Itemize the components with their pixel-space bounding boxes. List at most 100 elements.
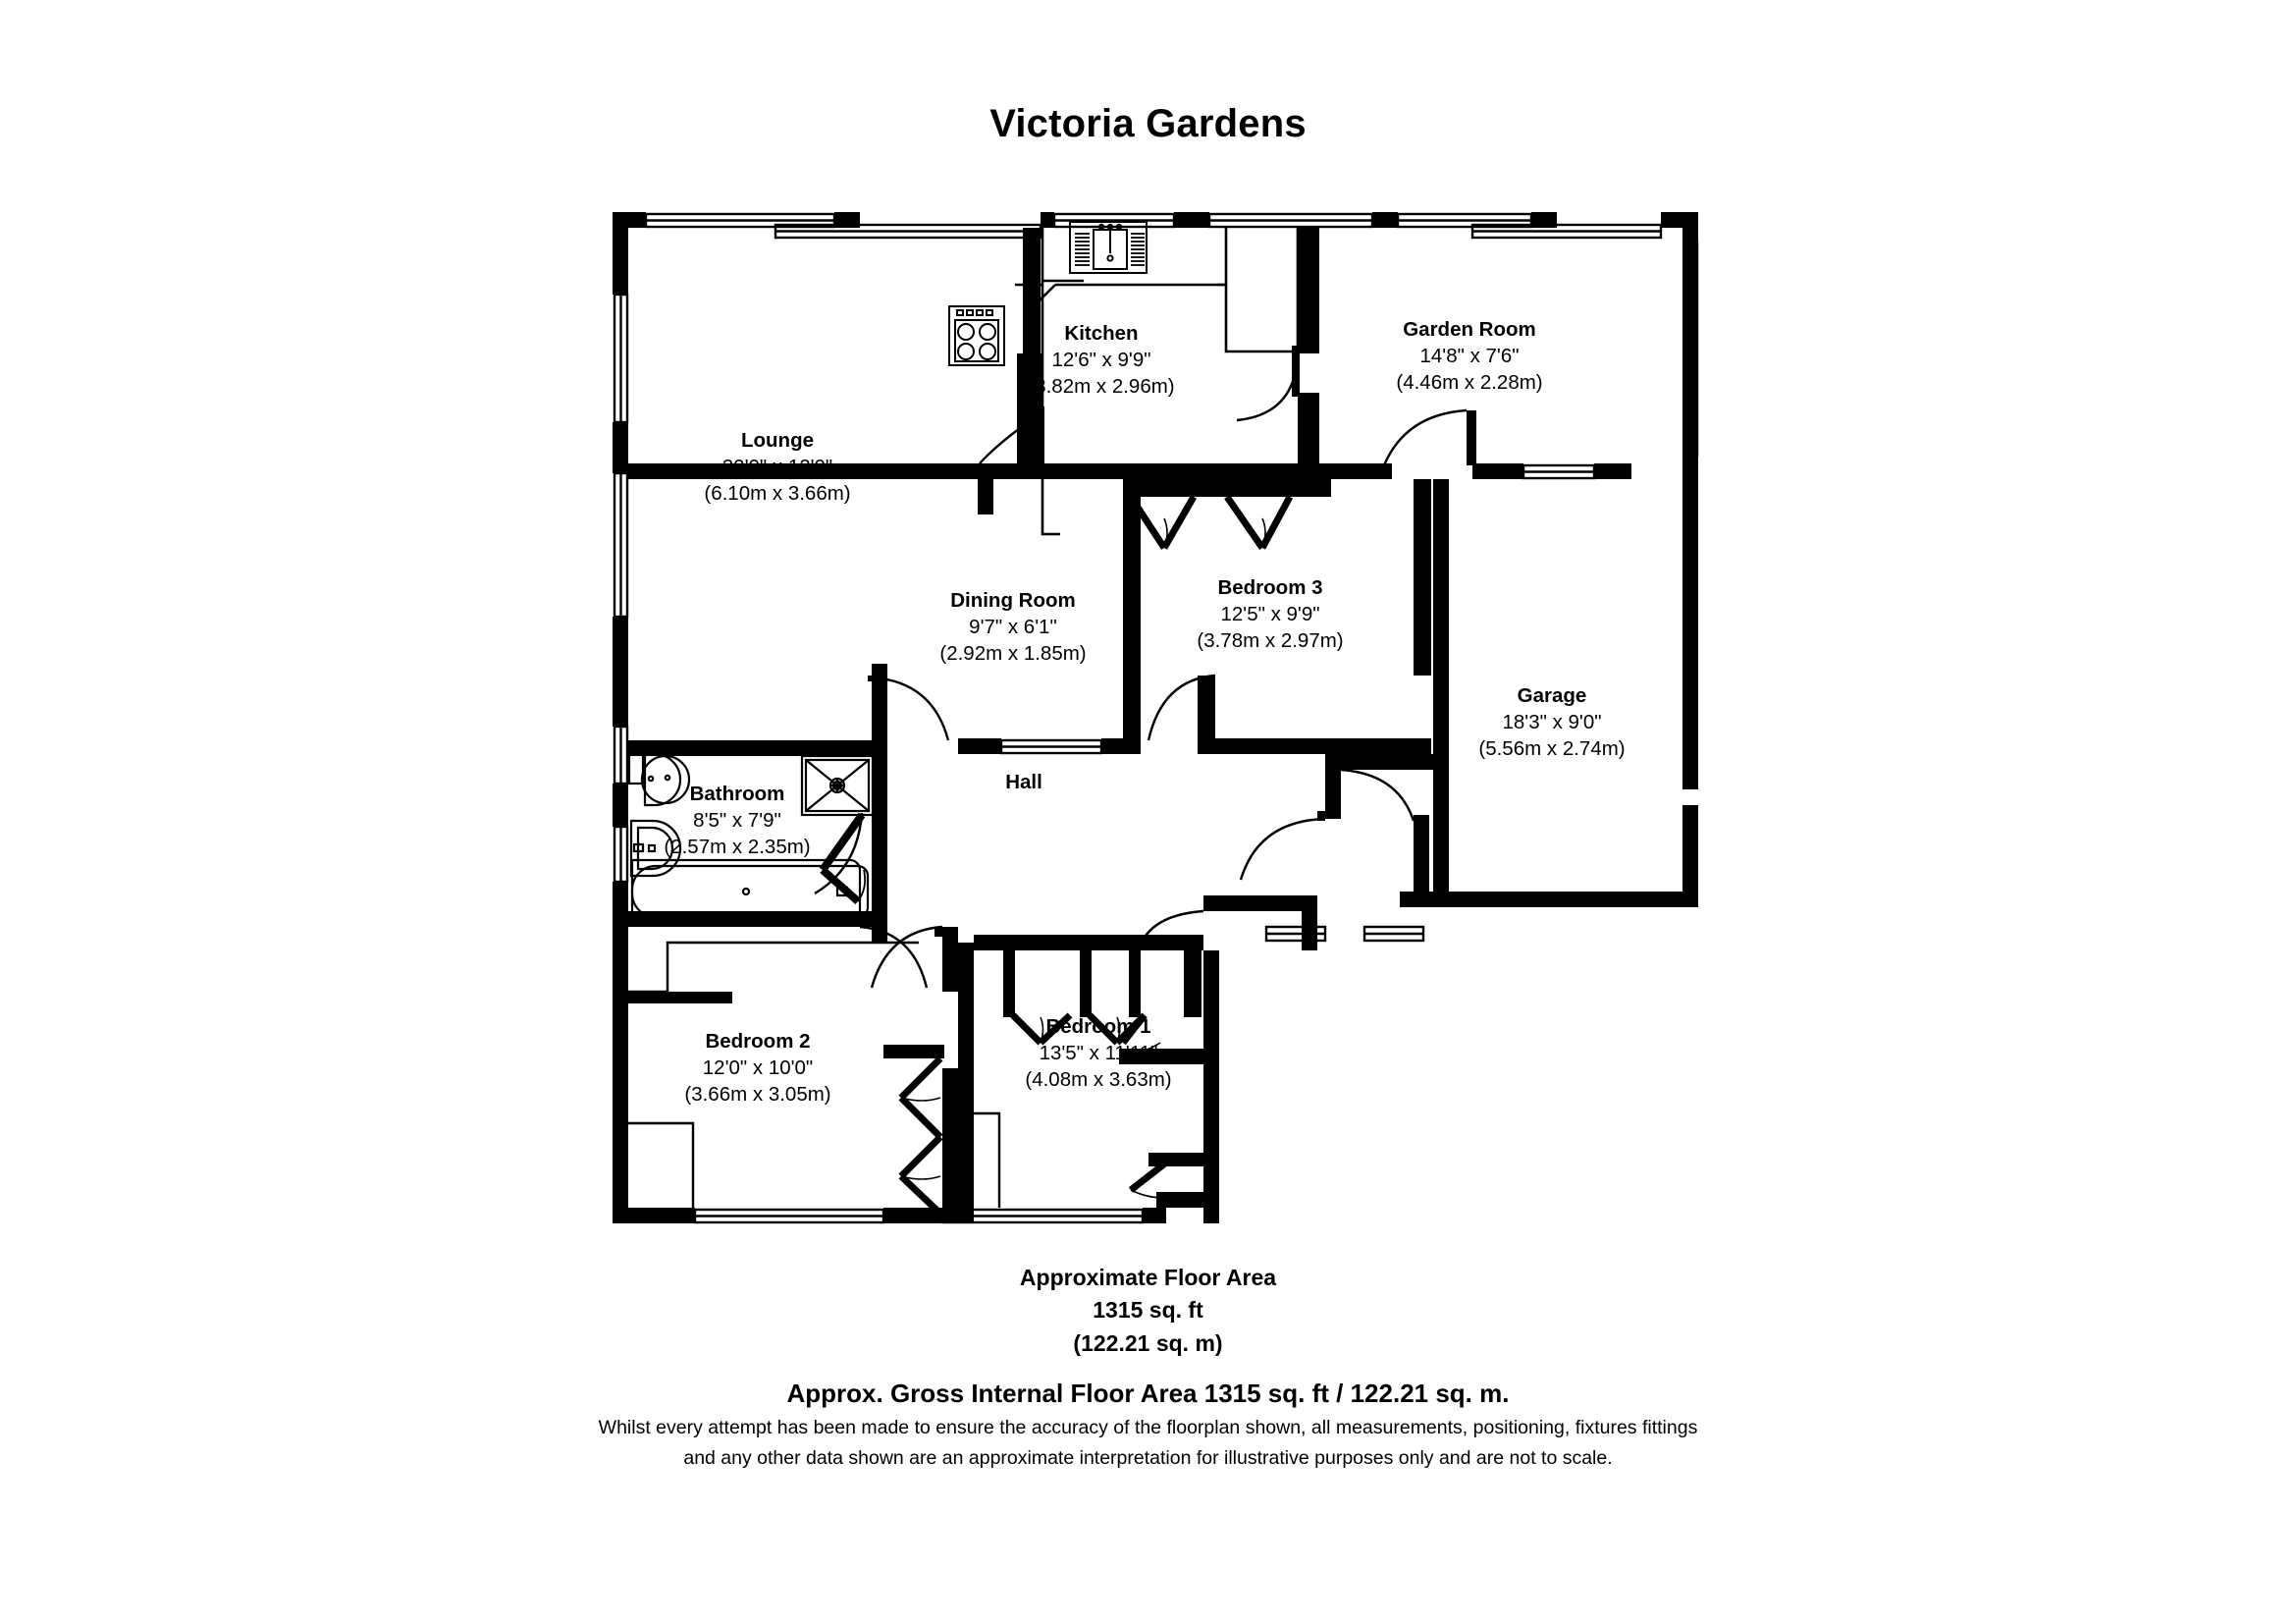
door-leaf-kitchen-dining — [1037, 406, 1044, 463]
window-garden-bottom — [1522, 463, 1596, 480]
wall-kitchen-right-lower — [1298, 393, 1319, 469]
wall-garage-left — [1433, 479, 1449, 813]
wall-bed2-right — [942, 927, 958, 992]
window-left-3 — [613, 725, 629, 785]
wall-left-a — [613, 212, 628, 295]
door-kitchen-dining — [979, 411, 1043, 464]
door-bathroom — [814, 812, 864, 895]
door-bedroom2 — [870, 925, 943, 989]
wardrobe-doors-bedroom-1 — [1010, 1012, 1148, 1046]
wall-top-right-corner — [1661, 212, 1698, 228]
wall-kitchen-right-upper — [1298, 228, 1319, 353]
wardrobe-wall-3 — [1129, 950, 1141, 1017]
window-left-4 — [613, 825, 629, 884]
wall-bottom-seg-b — [1143, 1208, 1166, 1223]
wall-top-seg-c — [1174, 212, 1209, 228]
wall-hall-right-spine — [1203, 950, 1219, 1223]
washbasin-fixture — [629, 819, 682, 878]
wall-bed1-left — [958, 943, 974, 1223]
wardrobe-corner-door — [1128, 1160, 1169, 1193]
door-bed3-double — [1128, 495, 1294, 550]
disclaimer: Approx. Gross Internal Floor Area 1315 s… — [0, 1375, 2296, 1474]
door-bed3-double-swing — [1163, 517, 1266, 549]
wardrobe-bottom-wall — [1119, 1049, 1203, 1064]
wall-bed3-bottom-b — [1215, 738, 1431, 754]
wardrobe-swing-bedroom-2 — [900, 1097, 941, 1180]
page-title: Victoria Gardens — [989, 102, 1307, 145]
wall-left-b — [613, 422, 628, 473]
wall-hall-step-2 — [1302, 895, 1317, 950]
floor-area-sqft: 1315 sq. ft — [1093, 1297, 1203, 1324]
door-hall-lobby — [1239, 817, 1326, 881]
wall-lounge-kitchen-vert — [1023, 228, 1041, 353]
door-hall-bedroom2 — [859, 925, 929, 989]
door-kitchen-hall — [1236, 352, 1300, 422]
toilet-fixture — [627, 748, 691, 807]
sink-fixture — [1069, 221, 1148, 274]
wall-left-c — [613, 617, 628, 727]
wall-hall-lobby-right-a — [1414, 815, 1429, 892]
wall-bed2-wardrobe-top — [883, 1045, 944, 1058]
floor-area-sqm: (122.21 sq. m) — [1073, 1329, 1223, 1356]
door-leaf-bedroom2 — [934, 927, 942, 937]
floor-area-heading: Approximate Floor Area — [1019, 1265, 1277, 1290]
wall-garden-bottom-right — [1594, 463, 1631, 479]
wall-dining-hall-bottom2 — [1101, 738, 1141, 754]
window-top-1 — [644, 212, 836, 229]
wardrobe-swing-bedroom-1 — [1040, 1016, 1161, 1057]
wall-top-seg-b — [1041, 212, 1054, 228]
wall-bed2-top — [628, 992, 732, 1003]
window-top-3 — [1052, 212, 1176, 229]
plan-geometry — [613, 212, 1699, 1224]
wall-bathroom-top — [628, 740, 887, 756]
wardrobe-corner-top — [1148, 1153, 1203, 1166]
gross-area-heading: Approx. Gross Internal Floor Area 1315 s… — [786, 1379, 1510, 1408]
wall-lounge-bottom — [628, 463, 1033, 479]
wall-hall-lobby-top — [1325, 754, 1433, 770]
wall-garage-right-lower — [1682, 805, 1698, 899]
wall-garden-door-jamb — [1467, 410, 1476, 465]
door-garden-room — [1382, 408, 1468, 466]
wall-bathroom-right — [872, 756, 887, 870]
wall-hall-lobby-left — [1325, 754, 1341, 819]
disclaimer-line-1: Whilst every attempt has been made to en… — [598, 1417, 1698, 1438]
wall-garage-right — [1682, 228, 1698, 789]
hob — [948, 305, 1005, 366]
window-left-2 — [613, 471, 629, 619]
wall-bed3-door-jamb — [1198, 676, 1215, 754]
wall-garden-bottom-mid — [1472, 463, 1523, 479]
window-top-5 — [1396, 212, 1533, 229]
door-leaf-hall-lobby — [1317, 811, 1325, 821]
door-bedroom1 — [1137, 909, 1204, 951]
wall-left-e — [613, 882, 628, 1223]
window-bottom-1 — [693, 1208, 885, 1224]
floor-area-summary: Approximate Floor Area 1315 sq. ft (122.… — [0, 1262, 2296, 1360]
disclaimer-line-2: and any other data shown are an approxim… — [683, 1447, 1613, 1470]
wall-bed3-right — [1414, 479, 1431, 676]
wall-hall-left-stub — [872, 677, 887, 740]
wall-garden-bottom-left — [1319, 463, 1392, 479]
wall-top-seg-d — [1372, 212, 1398, 228]
window-left-1 — [613, 293, 629, 424]
wall-dining-left-jamb — [872, 664, 887, 679]
bed2-wardrobe-outline — [628, 941, 919, 1208]
window-lobby-1 — [1264, 925, 1327, 943]
wall-dining-stub — [978, 463, 993, 514]
wardrobe-wall-2 — [1080, 950, 1092, 1017]
wall-bed3-top — [1123, 479, 1331, 497]
window-dining-hall — [999, 738, 1103, 755]
shower-tray-fixture — [800, 754, 875, 817]
wall-bottom-left — [613, 1208, 695, 1223]
window-lobby-2 — [1362, 925, 1425, 943]
wall-kitchen-bottom — [1042, 463, 1319, 479]
door-lobby-garage — [1340, 768, 1415, 822]
wall-bed3-left — [1123, 479, 1141, 676]
wardrobe-wall-4 — [1184, 950, 1201, 1017]
wall-left-d — [613, 784, 628, 827]
door-bathroom-swing2 — [857, 869, 867, 902]
wall-hall-stub-left — [872, 870, 887, 911]
wall-bottom-seg-a — [883, 1208, 942, 1223]
wall-hall-step — [1203, 895, 1317, 911]
